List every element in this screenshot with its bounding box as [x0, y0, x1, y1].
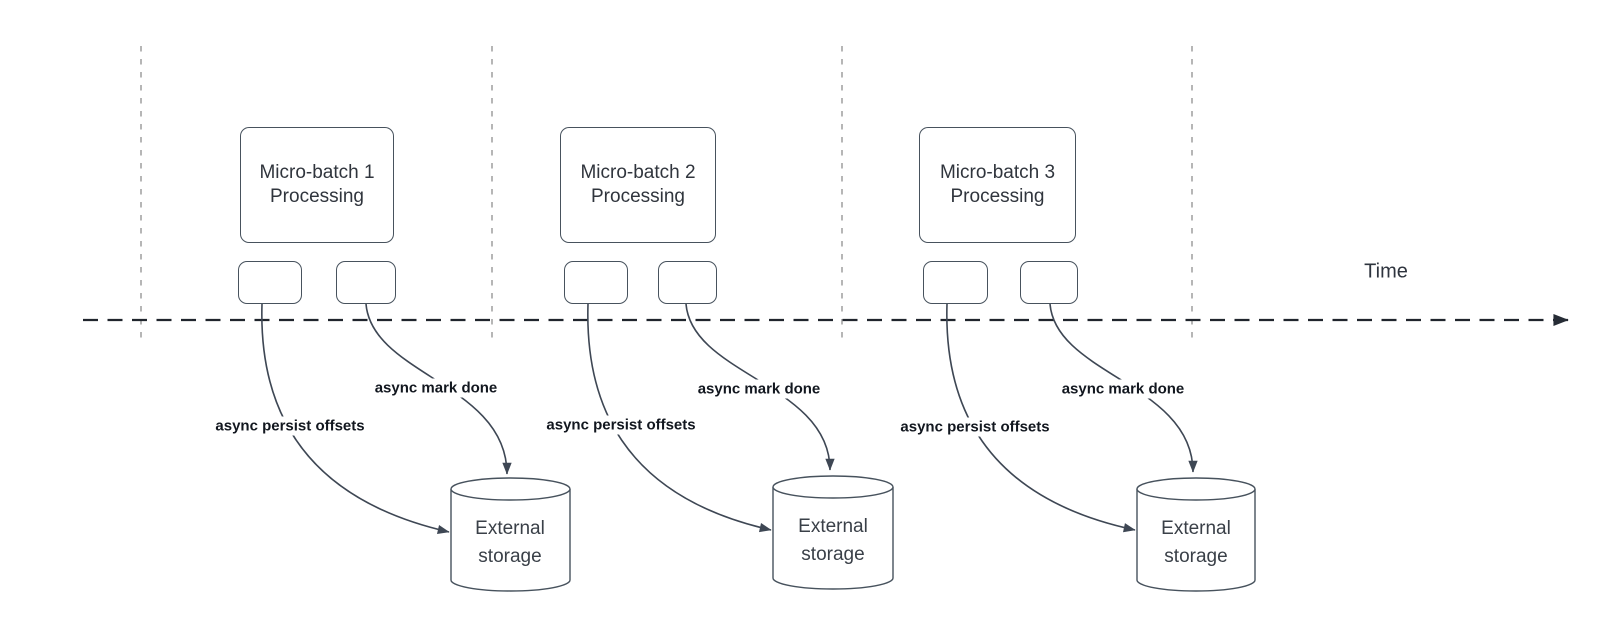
storage-cylinder-3 [1136, 477, 1256, 592]
mark-done-label-2: async mark done [694, 379, 824, 399]
cylinder-top [450, 477, 571, 501]
mark-done-label-3: async mark done [1058, 379, 1188, 399]
micro-batch-3-title-line1: Micro-batch 3 [939, 162, 1056, 183]
persist-offsets-arrow-2 [587, 303, 772, 533]
storage-line1: External [798, 516, 868, 537]
micro-batch-3-processing-box: Micro-batch 3 Processing [919, 127, 1076, 243]
persist-offsets-label-3: async persist offsets [897, 417, 1053, 437]
async-task-box-3b [1020, 261, 1078, 304]
storage-cylinder-2 [772, 475, 894, 590]
external-storage-label-3: External storage [1161, 515, 1231, 571]
external-storage-label-2: External storage [798, 513, 868, 569]
async-task-box-1a [238, 261, 302, 304]
storage-line2: storage [1164, 546, 1228, 567]
external-storage-label-1: External storage [475, 515, 545, 571]
micro-batch-2-processing-box: Micro-batch 2 Processing [560, 127, 716, 243]
time-axis-label: Time [1364, 260, 1408, 283]
storage-cylinder-1 [450, 477, 571, 592]
cylinder-body [772, 487, 894, 590]
micro-batch-1-title-line2: Processing [270, 186, 364, 207]
cylinder-body [450, 489, 571, 592]
persist-offsets-arrow-1 [261, 303, 450, 535]
persist-offsets-label-2: async persist offsets [543, 415, 699, 435]
storage-line1: External [475, 518, 545, 539]
async-task-box-1b [336, 261, 396, 304]
mark-done-label-1: async mark done [371, 378, 501, 398]
micro-batch-3-title-line2: Processing [950, 186, 1045, 207]
async-task-box-2b [658, 261, 717, 304]
async-task-box-2a [564, 261, 628, 304]
storage-line1: External [1161, 518, 1231, 539]
micro-batch-1-processing-box: Micro-batch 1 Processing [240, 127, 394, 243]
persist-offsets-label-1: async persist offsets [212, 416, 368, 436]
cylinder-body [1136, 489, 1256, 592]
storage-line2: storage [801, 544, 865, 565]
storage-line2: storage [478, 546, 542, 567]
micro-batch-2-title-line1: Micro-batch 2 [580, 162, 696, 183]
cylinder-top [772, 475, 894, 499]
micro-batch-1-title-line1: Micro-batch 1 [259, 162, 375, 183]
cylinder-top [1136, 477, 1256, 501]
persist-offsets-arrow-3 [946, 303, 1136, 533]
micro-batch-2-title-line2: Processing [591, 186, 685, 207]
async-task-box-3a [923, 261, 988, 304]
